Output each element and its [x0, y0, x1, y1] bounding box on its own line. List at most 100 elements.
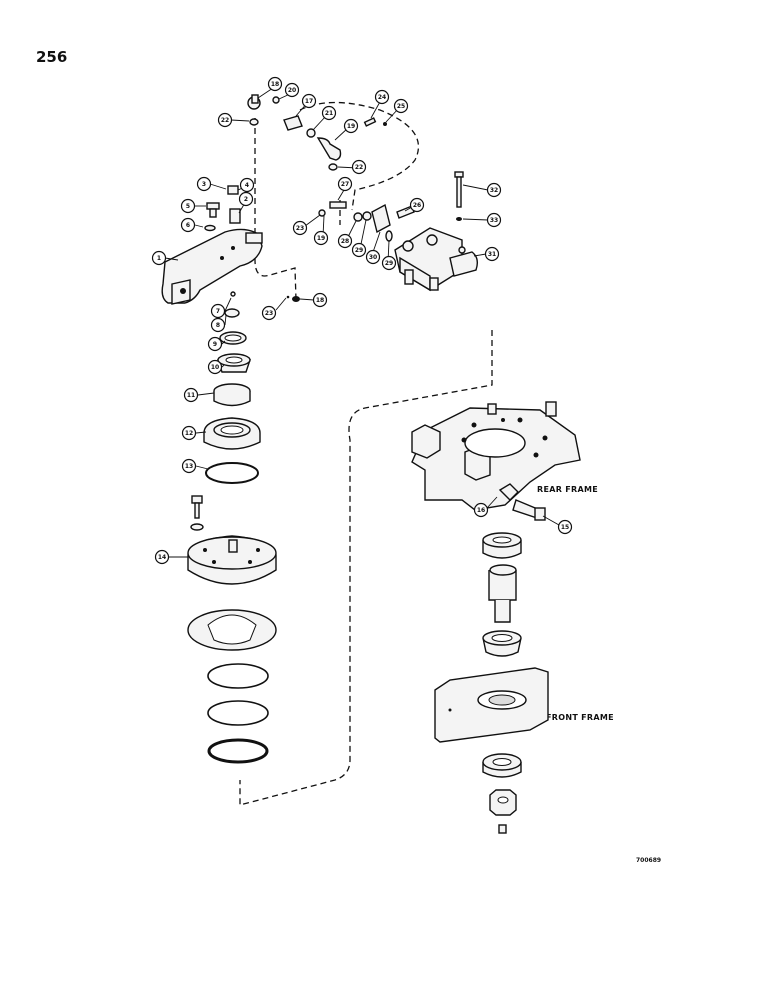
seal-ring-2	[207, 700, 269, 726]
svg-text:29: 29	[385, 260, 393, 267]
seal-ring-1	[207, 663, 269, 689]
callout-1: 1	[151, 250, 167, 266]
gasket	[187, 609, 277, 651]
svg-text:23: 23	[265, 310, 273, 317]
callout-28: 28	[337, 233, 353, 249]
upper-pivot-bushing	[482, 532, 522, 559]
svg-text:3: 3	[202, 181, 206, 188]
callout-23: 23	[292, 220, 308, 236]
svg-text:17: 17	[305, 98, 313, 105]
rear-frame-label: REAR FRAME	[537, 485, 598, 494]
callout-30: 30	[365, 249, 381, 265]
callout-2: 2	[238, 191, 254, 207]
svg-text:22: 22	[355, 164, 363, 171]
callout-16: 16	[473, 502, 489, 518]
callout-8: 8	[210, 317, 226, 333]
callout-24: 24	[374, 89, 390, 105]
svg-text:21: 21	[325, 110, 333, 117]
svg-text:26: 26	[413, 202, 421, 209]
o-ring	[205, 462, 259, 484]
front-frame	[434, 667, 549, 743]
housing	[203, 417, 261, 450]
callout-12: 12	[181, 425, 197, 441]
control-valve	[394, 227, 479, 292]
callout-25: 25	[393, 98, 409, 114]
callout-4: 4	[239, 177, 255, 193]
svg-text:27: 27	[341, 181, 349, 188]
callout-19-b: 19	[313, 230, 329, 246]
callout-7: 7	[210, 303, 226, 319]
svg-text:19: 19	[347, 123, 355, 130]
callout-5: 5	[180, 198, 196, 214]
svg-text:5: 5	[186, 203, 190, 210]
callout-14: 14	[154, 549, 170, 565]
svg-text:11: 11	[187, 392, 195, 399]
callout-19: 19	[343, 118, 359, 134]
callout-9: 9	[207, 336, 223, 352]
bearing-cup	[213, 383, 251, 407]
svg-text:4: 4	[245, 182, 249, 189]
o-ring-lower	[207, 738, 269, 764]
callout-29: 29	[351, 242, 367, 258]
svg-text:18: 18	[316, 297, 324, 304]
valve-bolt-and-washer	[454, 171, 464, 221]
svg-text:19: 19	[317, 235, 325, 242]
pivot-pin	[488, 564, 517, 623]
callout-17: 17	[301, 93, 317, 109]
svg-text:8: 8	[216, 322, 220, 329]
svg-text:13: 13	[185, 463, 193, 470]
pivot-bolt	[498, 483, 546, 521]
castle-nut	[489, 789, 517, 816]
callout-23-b: 23	[261, 305, 277, 321]
svg-text:20: 20	[288, 87, 296, 94]
svg-text:22: 22	[221, 117, 229, 124]
rear-frame	[411, 401, 581, 511]
lower-pivot-bushing	[482, 630, 522, 657]
cover-plate	[187, 535, 277, 585]
svg-text:9: 9	[213, 341, 217, 348]
callout-22-b: 22	[351, 159, 367, 175]
svg-text:7: 7	[216, 308, 220, 315]
valve-linkage	[318, 117, 415, 242]
callout-20: 20	[284, 82, 300, 98]
callout-bubbles: 1 2 3 4 5 6 7 8 9 10 11 12 13 14 15 16 1…	[151, 76, 573, 565]
callout-21: 21	[321, 105, 337, 121]
callout-3: 3	[196, 176, 212, 192]
callout-27: 27	[337, 176, 353, 192]
figure-id: 700689	[636, 857, 661, 864]
svg-text:33: 33	[490, 217, 498, 224]
cotter-pin	[498, 824, 507, 834]
callout-26: 26	[409, 197, 425, 213]
callout-15: 15	[557, 519, 573, 535]
svg-text:29: 29	[355, 247, 363, 254]
svg-text:2: 2	[244, 196, 248, 203]
callout-31: 31	[484, 246, 500, 262]
callout-13: 13	[181, 458, 197, 474]
svg-text:24: 24	[378, 94, 386, 101]
callout-10: 10	[207, 359, 223, 375]
svg-text:12: 12	[185, 430, 193, 437]
nut	[292, 296, 300, 302]
bearing-cone	[217, 353, 251, 373]
callout-18-b: 18	[312, 292, 328, 308]
lower-seal	[482, 753, 522, 778]
svg-text:23: 23	[296, 225, 304, 232]
arm-bolt-nut	[204, 185, 241, 232]
svg-text:28: 28	[341, 238, 349, 245]
page-number: 256	[36, 48, 67, 66]
svg-text:32: 32	[490, 187, 498, 194]
callout-32: 32	[486, 182, 502, 198]
svg-text:6: 6	[186, 222, 190, 229]
callout-6: 6	[180, 217, 196, 233]
svg-text:30: 30	[369, 254, 377, 261]
svg-text:16: 16	[477, 507, 485, 514]
svg-text:15: 15	[561, 524, 569, 531]
callout-22: 22	[217, 112, 233, 128]
callout-11: 11	[183, 387, 199, 403]
callout-18: 18	[267, 76, 283, 92]
tie-rod-assembly	[247, 94, 342, 171]
svg-text:25: 25	[397, 103, 405, 110]
steering-arm	[161, 228, 263, 305]
svg-text:14: 14	[158, 554, 166, 561]
pin	[286, 295, 290, 299]
